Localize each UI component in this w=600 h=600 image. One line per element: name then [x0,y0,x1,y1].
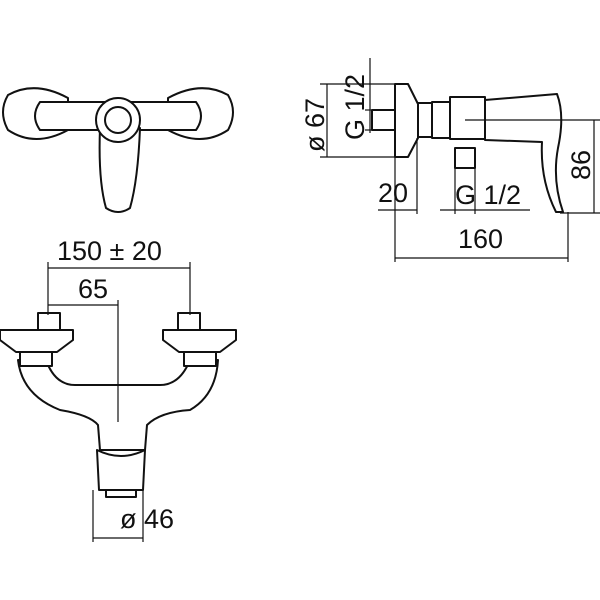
outlet [96,449,146,491]
inlet-pipe [371,109,397,131]
total-depth-label: 160 [458,224,503,254]
front-view: 150 ± 20 65 ø 46 [0,236,237,542]
outlet-tip [105,489,137,498]
cartridge-inner [104,106,132,134]
wall-distance-label: 150 ± 20 [57,236,162,266]
side-view: ø 67 G 1/2 20 G 1/2 160 86 [300,58,600,262]
top-view [2,87,234,213]
right-nut [183,351,217,367]
lever [98,127,141,213]
outlet-thread-label: G 1/2 [455,180,521,210]
flange-diameter-label: ø 67 [300,98,330,152]
body-block [449,96,486,140]
inlet-thread-label: G 1/2 [340,74,370,140]
left-stub [37,312,61,331]
right-flange [162,329,237,353]
outlet-connector [454,147,476,169]
outlet-diameter-label: ø 46 [120,504,174,534]
right-stub [177,312,201,331]
center-offset-label: 65 [78,274,108,304]
handle [484,93,564,213]
left-flange [0,329,74,353]
height-label: 86 [566,150,596,180]
left-nut [19,351,53,367]
nut [417,102,433,138]
inlet-length-label: 20 [378,178,408,208]
wall-flange [394,83,419,158]
